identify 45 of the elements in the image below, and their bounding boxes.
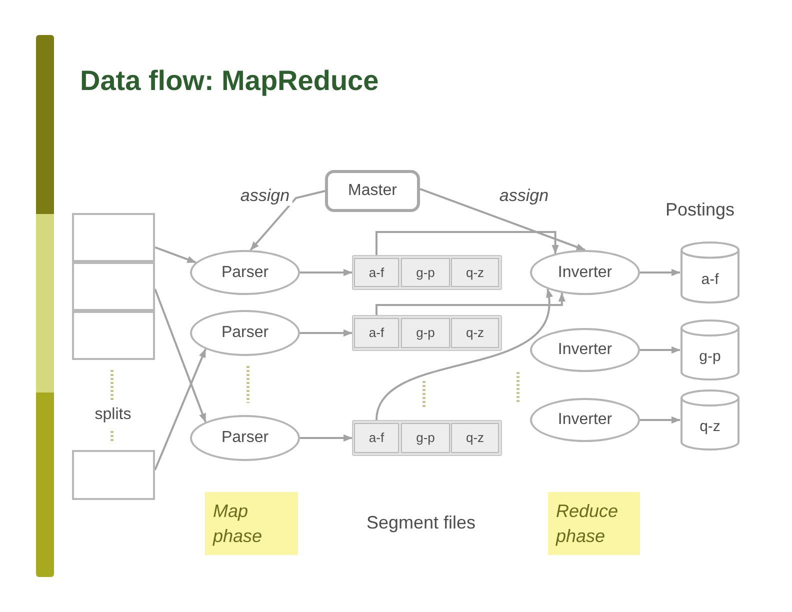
arrow <box>420 188 586 251</box>
arrow <box>640 268 680 276</box>
parser-ellipse: Parser <box>190 415 300 461</box>
master-box: Master <box>325 170 420 212</box>
segment-file-group <box>352 315 502 351</box>
arrow <box>154 246 196 264</box>
parser-ellipse: Parser <box>190 310 300 356</box>
arrow <box>300 329 352 337</box>
segment-file-cell: q-z <box>451 423 499 453</box>
phase-highlight: Map phase <box>205 492 298 555</box>
group-label: splits <box>94 405 132 425</box>
segment-file-cell: g-p <box>401 258 450 287</box>
arrow <box>640 346 680 354</box>
arrow <box>640 416 680 424</box>
segment-file-cell: q-z <box>451 318 499 348</box>
inverter-ellipse: Inverter <box>530 250 640 295</box>
input-split-box <box>72 311 155 360</box>
arrow <box>250 190 326 251</box>
arrow <box>376 231 559 258</box>
phase-highlight: Reduce phase <box>548 492 640 555</box>
arrow <box>376 292 566 318</box>
segment-file-group <box>352 255 502 290</box>
arrow <box>300 268 352 276</box>
input-split-box <box>72 262 155 311</box>
input-split-box <box>72 450 155 500</box>
segment-file-cell: g-p <box>401 318 450 348</box>
postings-cylinder: q-z <box>680 389 740 451</box>
inverter-ellipse: Inverter <box>530 328 640 372</box>
segment-file-group <box>352 420 502 456</box>
inverter-ellipse: Inverter <box>530 398 640 442</box>
postings-cylinder: a-f <box>680 241 740 304</box>
arrow <box>154 348 206 470</box>
input-split-box <box>72 213 155 262</box>
segment-file-cell: a-f <box>354 318 399 348</box>
slide-title: Data flow: MapReduce <box>80 64 379 98</box>
segment-file-cell: a-f <box>354 258 399 287</box>
segment-file-cell: q-z <box>451 258 499 287</box>
column-heading: Postings <box>665 198 735 222</box>
arrow <box>154 288 206 422</box>
parser-ellipse: Parser <box>190 250 300 295</box>
group-label: Segment files <box>366 512 476 534</box>
segment-file-cell: g-p <box>401 423 450 453</box>
arrow <box>300 434 352 442</box>
postings-cylinder: g-p <box>680 319 740 381</box>
segment-file-cell: a-f <box>354 423 399 453</box>
